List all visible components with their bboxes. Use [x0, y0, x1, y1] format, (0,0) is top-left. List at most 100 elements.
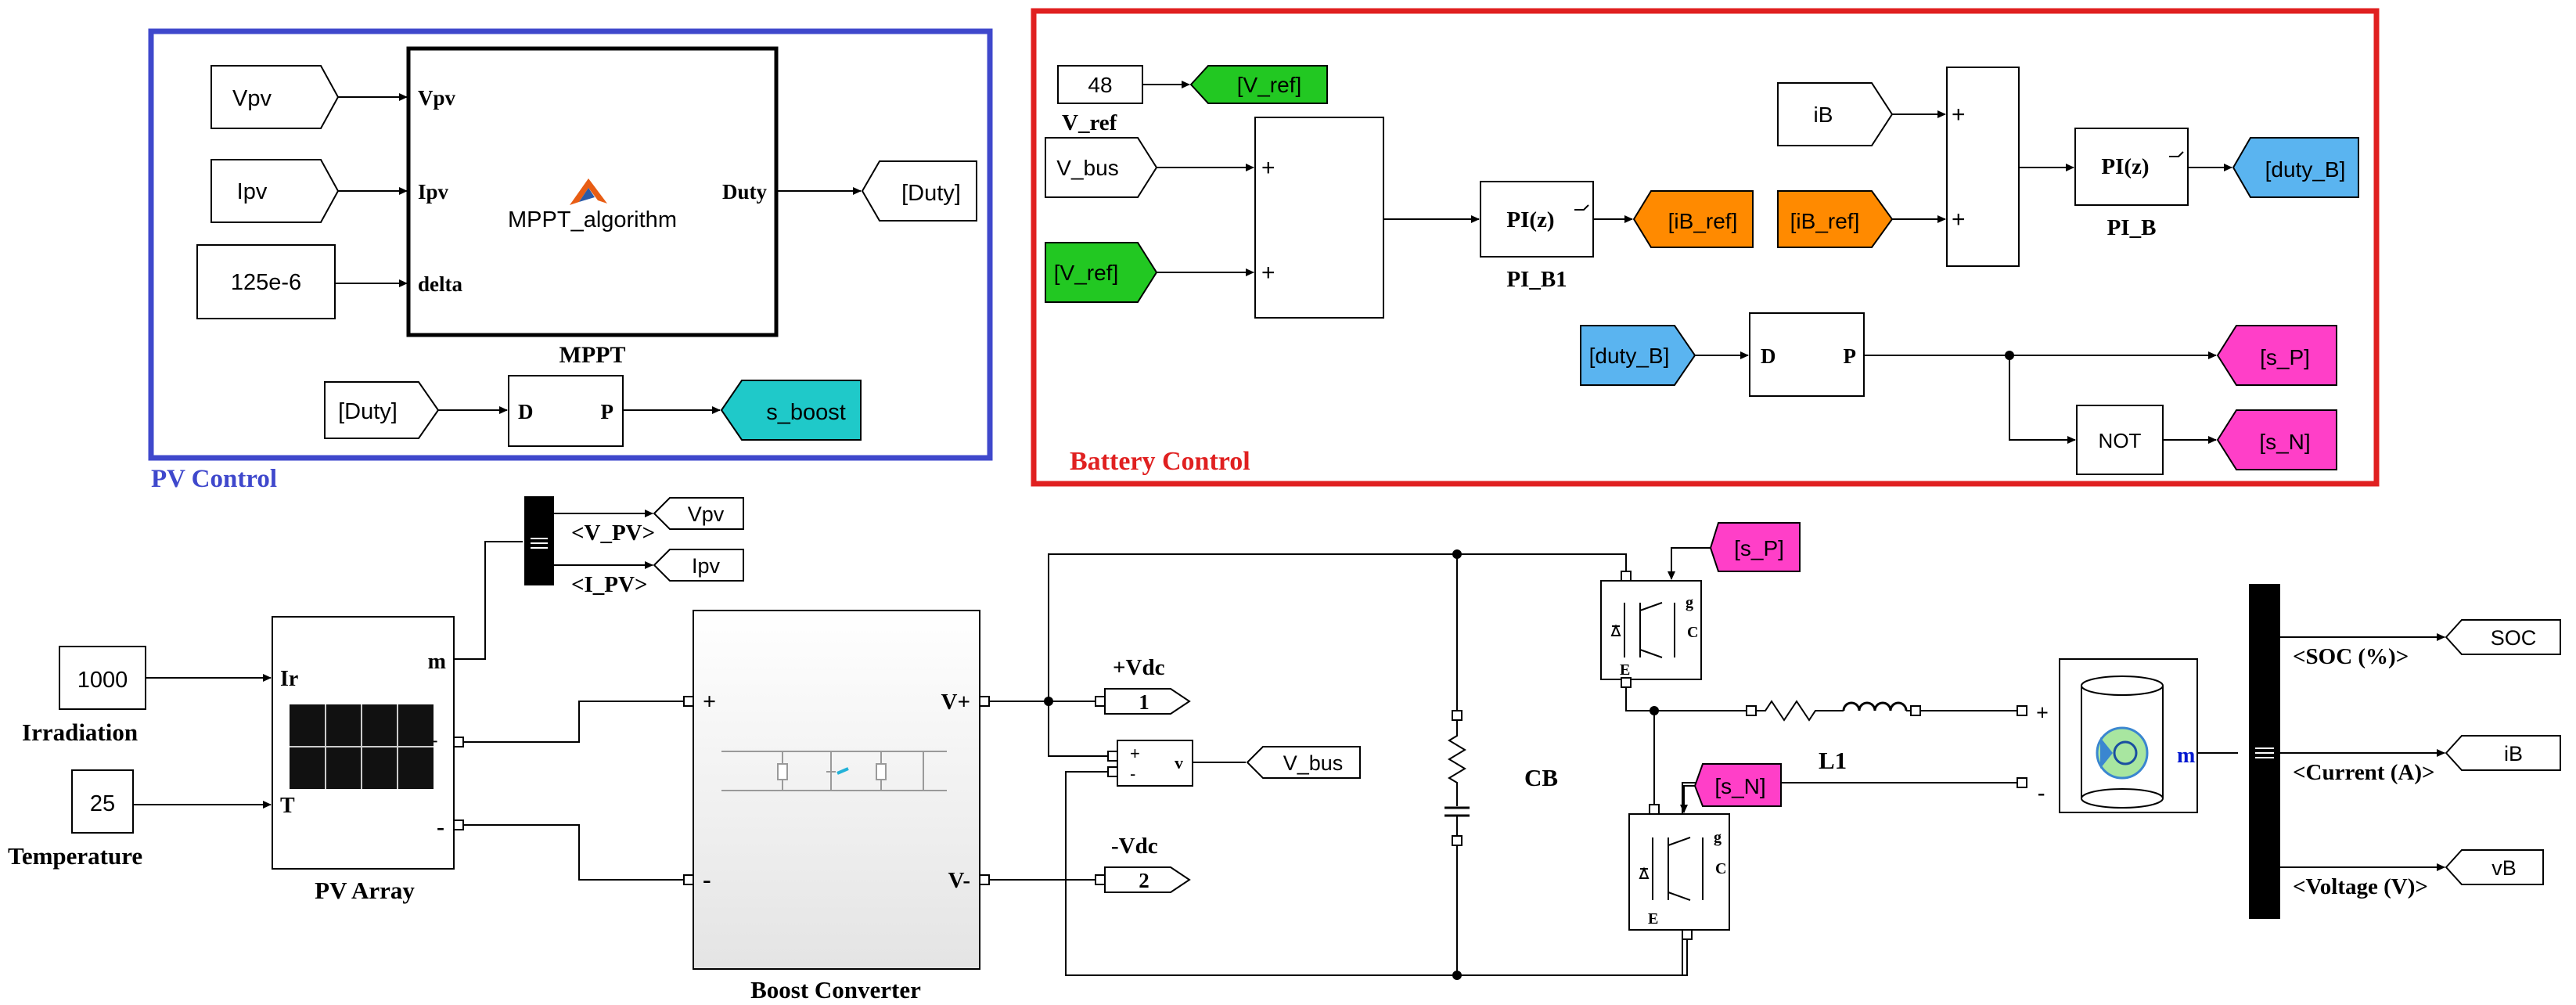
goto-s-boost[interactable]: s_boost [720, 380, 862, 441]
sum-voltage-error[interactable]: + + [1254, 117, 1384, 319]
from-s-n[interactable]: [s_N] [1693, 763, 1782, 807]
svg-text:Duty: Duty [722, 180, 768, 204]
svg-text:-: - [2038, 781, 2045, 805]
svg-text:+: + [1261, 260, 1275, 286]
goto-s-n[interactable]: [s_N] [2216, 409, 2337, 470]
pi-b-controller[interactable]: PI(z) [2074, 128, 2189, 206]
svg-text:48: 48 [1088, 73, 1112, 97]
outport-minus-vdc-label: -Vdc [1111, 834, 1158, 859]
battery-bus-selector[interactable] [2249, 584, 2280, 919]
svg-text:Vpv: Vpv [688, 502, 725, 526]
pi-b1-controller[interactable]: PI(z) [1480, 181, 1594, 258]
temperature-label: Temperature [8, 842, 142, 870]
goto-ib[interactable]: iB [2445, 735, 2561, 771]
boost-schematic-icon [721, 751, 947, 791]
goto-duty[interactable]: [Duty] [861, 160, 977, 222]
signal-soc: <SOC (%)> [2293, 644, 2409, 669]
boost-converter-block[interactable]: + - V+ V- [693, 610, 980, 970]
svg-text:[iB_ref]: [iB_ref] [1668, 209, 1738, 233]
goto-vpv[interactable]: Vpv [653, 497, 744, 530]
goto-soc[interactable]: SOC [2445, 619, 2561, 655]
svg-text:[Duty]: [Duty] [901, 181, 961, 206]
voltage-measurement[interactable]: + - v [1117, 740, 1193, 787]
svg-text:g: g [1714, 829, 1722, 846]
battery-block[interactable]: + - m [2036, 658, 2198, 813]
battery-icon [2081, 675, 2164, 809]
pwm-generator-pv[interactable]: D P [508, 375, 624, 447]
goto-ipv[interactable]: Ipv [653, 549, 744, 582]
svg-text:E: E [1620, 661, 1630, 679]
solar-panel-icon [290, 704, 434, 789]
svg-text:1000: 1000 [77, 668, 128, 693]
inductor-l1[interactable] [1756, 700, 1911, 722]
from-duty[interactable]: [Duty] [324, 381, 440, 439]
svg-text:2: 2 [1139, 869, 1149, 892]
goto-v-bus[interactable]: V_bus [1246, 746, 1361, 779]
dc-bus-capacitor[interactable] [1445, 554, 1470, 975]
pv-control-title: PV Control [151, 465, 277, 493]
svg-text:[s_N]: [s_N] [1714, 774, 1765, 798]
pv-array-block[interactable]: Ir T m + - [272, 616, 455, 870]
svg-text:V+: V+ [941, 690, 970, 715]
svg-text:D: D [1761, 344, 1776, 368]
irradiation-label: Irradiation [22, 719, 138, 746]
igbt-upper[interactable]: g E C [1600, 580, 1702, 680]
svg-text:25: 25 [90, 791, 115, 816]
svg-text:Ir: Ir [280, 667, 298, 691]
svg-text:PI(z): PI(z) [2101, 154, 2149, 179]
svg-text:125e-6: 125e-6 [231, 270, 301, 295]
irradiation-constant[interactable]: 1000 [59, 646, 146, 710]
svg-text:[V_ref]: [V_ref] [1237, 73, 1301, 97]
from-vref[interactable]: [V_ref] [1045, 242, 1158, 303]
goto-ib-ref[interactable]: [iB_ref] [1632, 190, 1754, 248]
svg-text:C: C [1687, 624, 1698, 641]
goto-vref[interactable]: [V_ref] [1189, 65, 1328, 104]
svg-text:m: m [428, 650, 446, 674]
boost-converter-name: Boost Converter [750, 976, 921, 1003]
from-ib[interactable]: iB [1777, 82, 1894, 146]
goto-duty-b[interactable]: [duty_B] [2232, 137, 2359, 198]
outport-minus-vdc[interactable]: 2 [1104, 866, 1191, 893]
outport-plus-vdc[interactable]: 1 [1104, 688, 1191, 715]
temperature-constant[interactable]: 25 [71, 769, 134, 834]
from-ipv[interactable]: Ipv [210, 159, 340, 223]
svg-text:C: C [1715, 860, 1726, 877]
from-duty-b[interactable]: [duty_B] [1580, 325, 1696, 386]
pv-bus-selector[interactable] [524, 496, 554, 585]
goto-s-p[interactable]: [s_P] [2216, 325, 2337, 386]
pwm-generator-battery[interactable]: D P [1749, 312, 1865, 397]
not-gate[interactable]: NOT [2076, 405, 2164, 475]
goto-vb[interactable]: vB [2445, 849, 2544, 885]
mppt-block[interactable]: Vpv Ipv delta Duty MPPT_algorithm [406, 46, 779, 337]
svg-text:T: T [280, 794, 295, 818]
svg-text:NOT: NOT [2099, 429, 2142, 452]
from-vpv[interactable]: Vpv [210, 65, 340, 129]
svg-text:+: + [1952, 207, 1966, 232]
vref-constant[interactable]: 48 [1057, 65, 1143, 104]
delta-constant[interactable]: 125e-6 [196, 244, 336, 319]
svg-text:[Duty]: [Duty] [338, 399, 398, 424]
igbt-lower[interactable]: g E C [1628, 813, 1730, 931]
svg-text:-: - [703, 865, 711, 893]
battery-control-panel: Battery Control 48 V_ref [V_ref] V_bus [… [1031, 8, 2380, 487]
svg-text:Ipv: Ipv [418, 180, 449, 204]
svg-text:P: P [1844, 344, 1857, 368]
pv-array-name: PV Array [315, 877, 415, 904]
svg-text:SOC: SOC [2491, 626, 2537, 650]
svg-text:-: - [437, 814, 444, 840]
matlab-icon [570, 178, 607, 205]
svg-text:g: g [1686, 594, 1693, 611]
svg-text:[s_N]: [s_N] [2259, 430, 2310, 454]
svg-text:+: + [2036, 701, 2049, 726]
from-s-p[interactable]: [s_P] [1709, 522, 1801, 572]
pi-b-name: PI_B [2107, 215, 2157, 240]
from-ib-ref[interactable]: [iB_ref] [1777, 190, 1894, 248]
svg-text:[s_P]: [s_P] [1734, 536, 1784, 560]
svg-text:Ipv: Ipv [237, 179, 268, 204]
sum-current-error[interactable]: + + [1946, 67, 2020, 267]
power-circuit: 1000 Irradiation 25 Temperature Ir T m +… [8, 496, 2561, 1003]
from-vbus[interactable]: V_bus [1045, 137, 1158, 198]
svg-text:+: + [1952, 102, 1966, 128]
mppt-block-name: MPPT [559, 342, 626, 368]
pi-b1-name: PI_B1 [1506, 267, 1567, 292]
